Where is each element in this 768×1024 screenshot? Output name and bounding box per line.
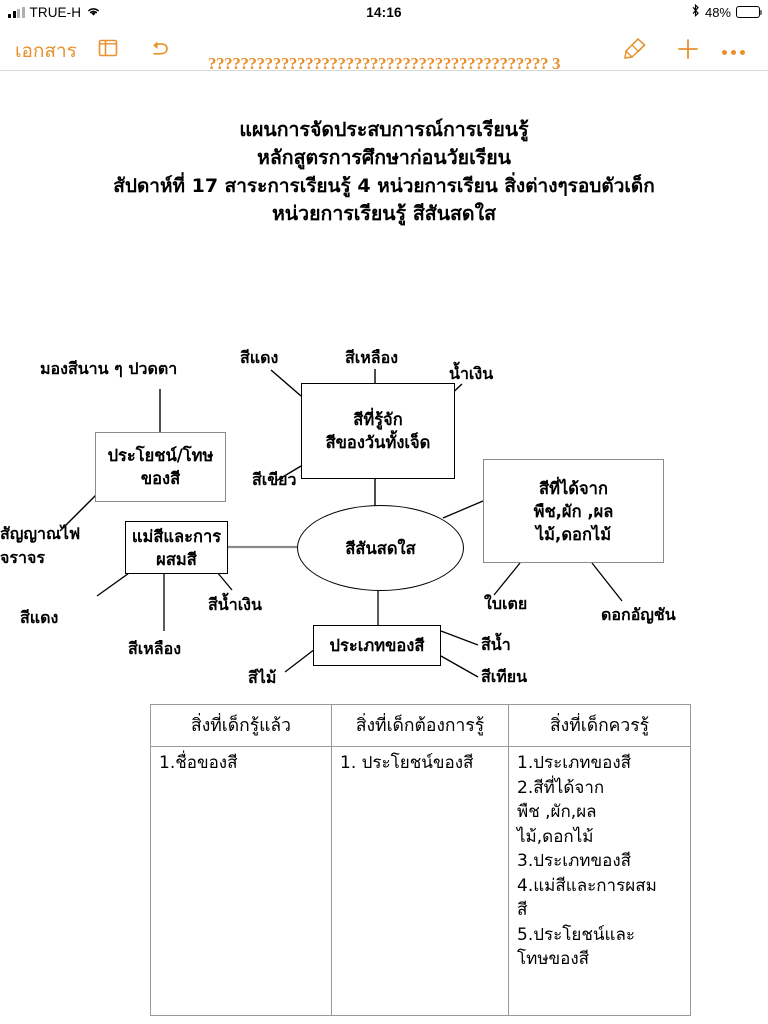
leaf-wood-color: สีไม้	[248, 668, 277, 687]
document-page: แผนการจัดประสบการณ์การเรียนรู้ หลักสูตรก…	[0, 71, 768, 1024]
cell-known: 1.ชื่อของสี	[150, 746, 332, 1016]
node-primary-colors[interactable]: แม่สีและการ ผสมสี	[125, 521, 228, 574]
cell-should-know: 1.ประเภทของสี 2.สีที่ได้จาก พืช ,ผัก,ผล …	[508, 746, 691, 1016]
leaf-watercolor: สีน้ำ	[481, 635, 511, 654]
page-title: แผนการจัดประสบการณ์การเรียนรู้ หลักสูตรก…	[0, 116, 768, 228]
plus-icon[interactable]	[676, 37, 700, 65]
cell-want-know: 1. ประโยชน์ของสี	[331, 746, 509, 1016]
leaf-red-top: สีแดง	[240, 348, 279, 367]
leaf-blue-top: น้ำเงิน	[449, 364, 494, 383]
ios-status-bar: TRUE-H 14:16 48%	[0, 0, 768, 24]
title-line-2: หลักสูตรการศึกษาก่อนวัยเรียน	[257, 146, 511, 169]
title-line-3: สัปดาห์ที่ 17 สาระการเรียนรู้ 4 หน่วยการ…	[113, 175, 655, 197]
leaf-crayon: สีเทียน	[481, 667, 528, 686]
column-header-want-know: สิ่งที่เด็กต้องการรู้	[331, 704, 509, 747]
leaf-butterfly-pea: ดอกอัญชัน	[601, 605, 676, 624]
status-left-group: TRUE-H	[8, 4, 101, 20]
leaf-blue-primary: สีน้ำเงิน	[208, 595, 262, 614]
concept-map: ประโยชน์/โทษ ของสี สีที่รู้จัก สีของวันท…	[0, 71, 768, 1024]
node-center-topic[interactable]: สีสันสดใส	[297, 505, 464, 591]
app-toolbar: เอกสาร ?????????????????????????????????…	[0, 24, 768, 73]
cellular-signal-icon	[8, 6, 25, 18]
node-center-topic-label: สีสันสดใส	[345, 538, 416, 558]
battery-icon	[736, 6, 763, 18]
table-header-row: สิ่งที่เด็กรู้แล้ว สิ่งที่เด็กต้องการรู้…	[150, 704, 691, 747]
table-row: 1.ชื่อของสี 1. ประโยชน์ของสี 1.ประเภทของ…	[150, 746, 691, 1016]
cell-should-know-text: 1.ประเภทของสี 2.สีที่ได้จาก พืช ,ผัก,ผล …	[517, 753, 657, 969]
carrier-label: TRUE-H	[29, 4, 82, 20]
status-right-group: 48%	[691, 3, 763, 20]
markup-pen-icon[interactable]	[622, 36, 648, 64]
leaf-yellow-top: สีเหลือง	[345, 348, 399, 367]
wifi-icon	[86, 4, 101, 20]
node-known-colors-label: สีที่รู้จัก สีของวันทั้งเจ็ด	[325, 410, 431, 452]
document-title[interactable]: ????????????????????????????????????????…	[207, 54, 561, 73]
sidebar-icon[interactable]	[97, 37, 119, 63]
node-color-types-label: ประเภทของสี	[329, 636, 425, 655]
node-colors-from-plants-label: สีที่ได้จาก พืช,ผัก ,ผล ไม้,ดอกไม้	[533, 478, 614, 544]
column-header-should-know: สิ่งที่เด็กควรรู้	[508, 704, 691, 747]
leaf-red-left: สีแดง	[20, 608, 59, 627]
battery-percent-label: 48%	[704, 4, 731, 20]
leaf-green-left: สีเขียว	[252, 470, 297, 489]
title-line-4: หน่วยการเรียนรู้ สีสันสดใส	[271, 202, 497, 225]
cell-known-text: 1.ชื่อของสี	[159, 753, 238, 773]
undo-icon[interactable]	[148, 37, 172, 63]
leaf-traffic-light: สัญญาณไฟ จราจร	[0, 524, 81, 567]
node-color-types[interactable]: ประเภทของสี	[313, 625, 441, 666]
status-clock: 14:16	[366, 4, 402, 20]
back-to-documents-button[interactable]: เอกสาร	[15, 40, 77, 62]
node-colors-from-plants[interactable]: สีที่ได้จาก พืช,ผัก ,ผล ไม้,ดอกไม้	[483, 459, 664, 563]
bluetooth-icon	[691, 3, 700, 20]
leaf-eye-strain: มองสีนาน ๆ ปวดตา	[40, 359, 178, 378]
leaf-pandan-leaf: ใบเตย	[484, 594, 528, 613]
node-known-colors[interactable]: สีที่รู้จัก สีของวันทั้งเจ็ด	[301, 383, 455, 479]
kwl-table: สิ่งที่เด็กรู้แล้ว สิ่งที่เด็กต้องการรู้…	[150, 704, 691, 1016]
title-line-1: แผนการจัดประสบการณ์การเรียนรู้	[239, 118, 529, 141]
leaf-yellow-bottom: สีเหลือง	[128, 639, 182, 658]
node-benefit-harm[interactable]: ประโยชน์/โทษ ของสี	[95, 432, 226, 502]
column-header-known: สิ่งที่เด็กรู้แล้ว	[150, 704, 332, 747]
cell-want-know-text: 1. ประโยชน์ของสี	[340, 753, 474, 773]
node-primary-colors-label: แม่สีและการ ผสมสี	[131, 526, 222, 569]
node-benefit-harm-label: ประโยชน์/โทษ ของสี	[107, 446, 214, 488]
more-ellipsis-icon[interactable]	[722, 50, 745, 55]
